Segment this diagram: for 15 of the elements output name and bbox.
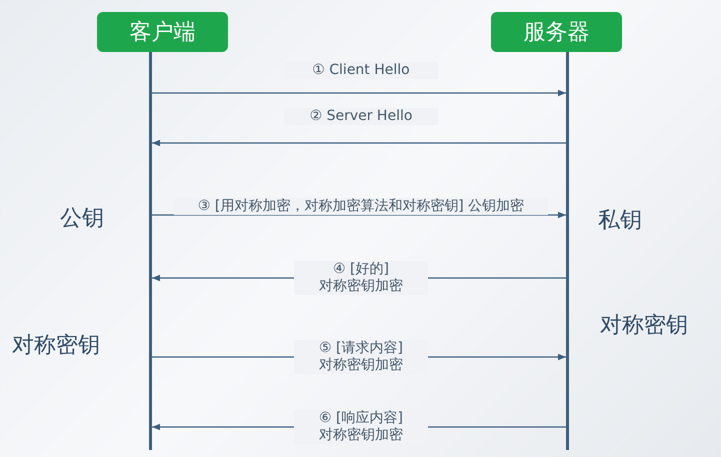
key-label: 私钥 bbox=[598, 207, 642, 235]
arrow bbox=[152, 140, 566, 146]
lifeline bbox=[149, 52, 152, 450]
edge-label: ⑥ [响应内容] 对称密钥加密 bbox=[294, 410, 428, 444]
edge-label: ⑤ [请求内容] 对称密钥加密 bbox=[294, 340, 428, 374]
lifeline bbox=[566, 52, 569, 450]
edge-label: ④ [好的] 对称密钥加密 bbox=[294, 261, 428, 295]
arrow bbox=[152, 90, 566, 96]
header-box: 服务器 bbox=[491, 12, 622, 52]
edge-label: ③ [用对称加密，对称加密算法和对称密钥] 公钥加密 bbox=[174, 198, 548, 215]
key-label: 对称密钥 bbox=[600, 312, 688, 340]
key-label: 对称密钥 bbox=[12, 332, 100, 360]
header-box: 客户端 bbox=[97, 12, 228, 52]
arrow bbox=[152, 212, 566, 218]
key-label: 公钥 bbox=[60, 205, 104, 233]
